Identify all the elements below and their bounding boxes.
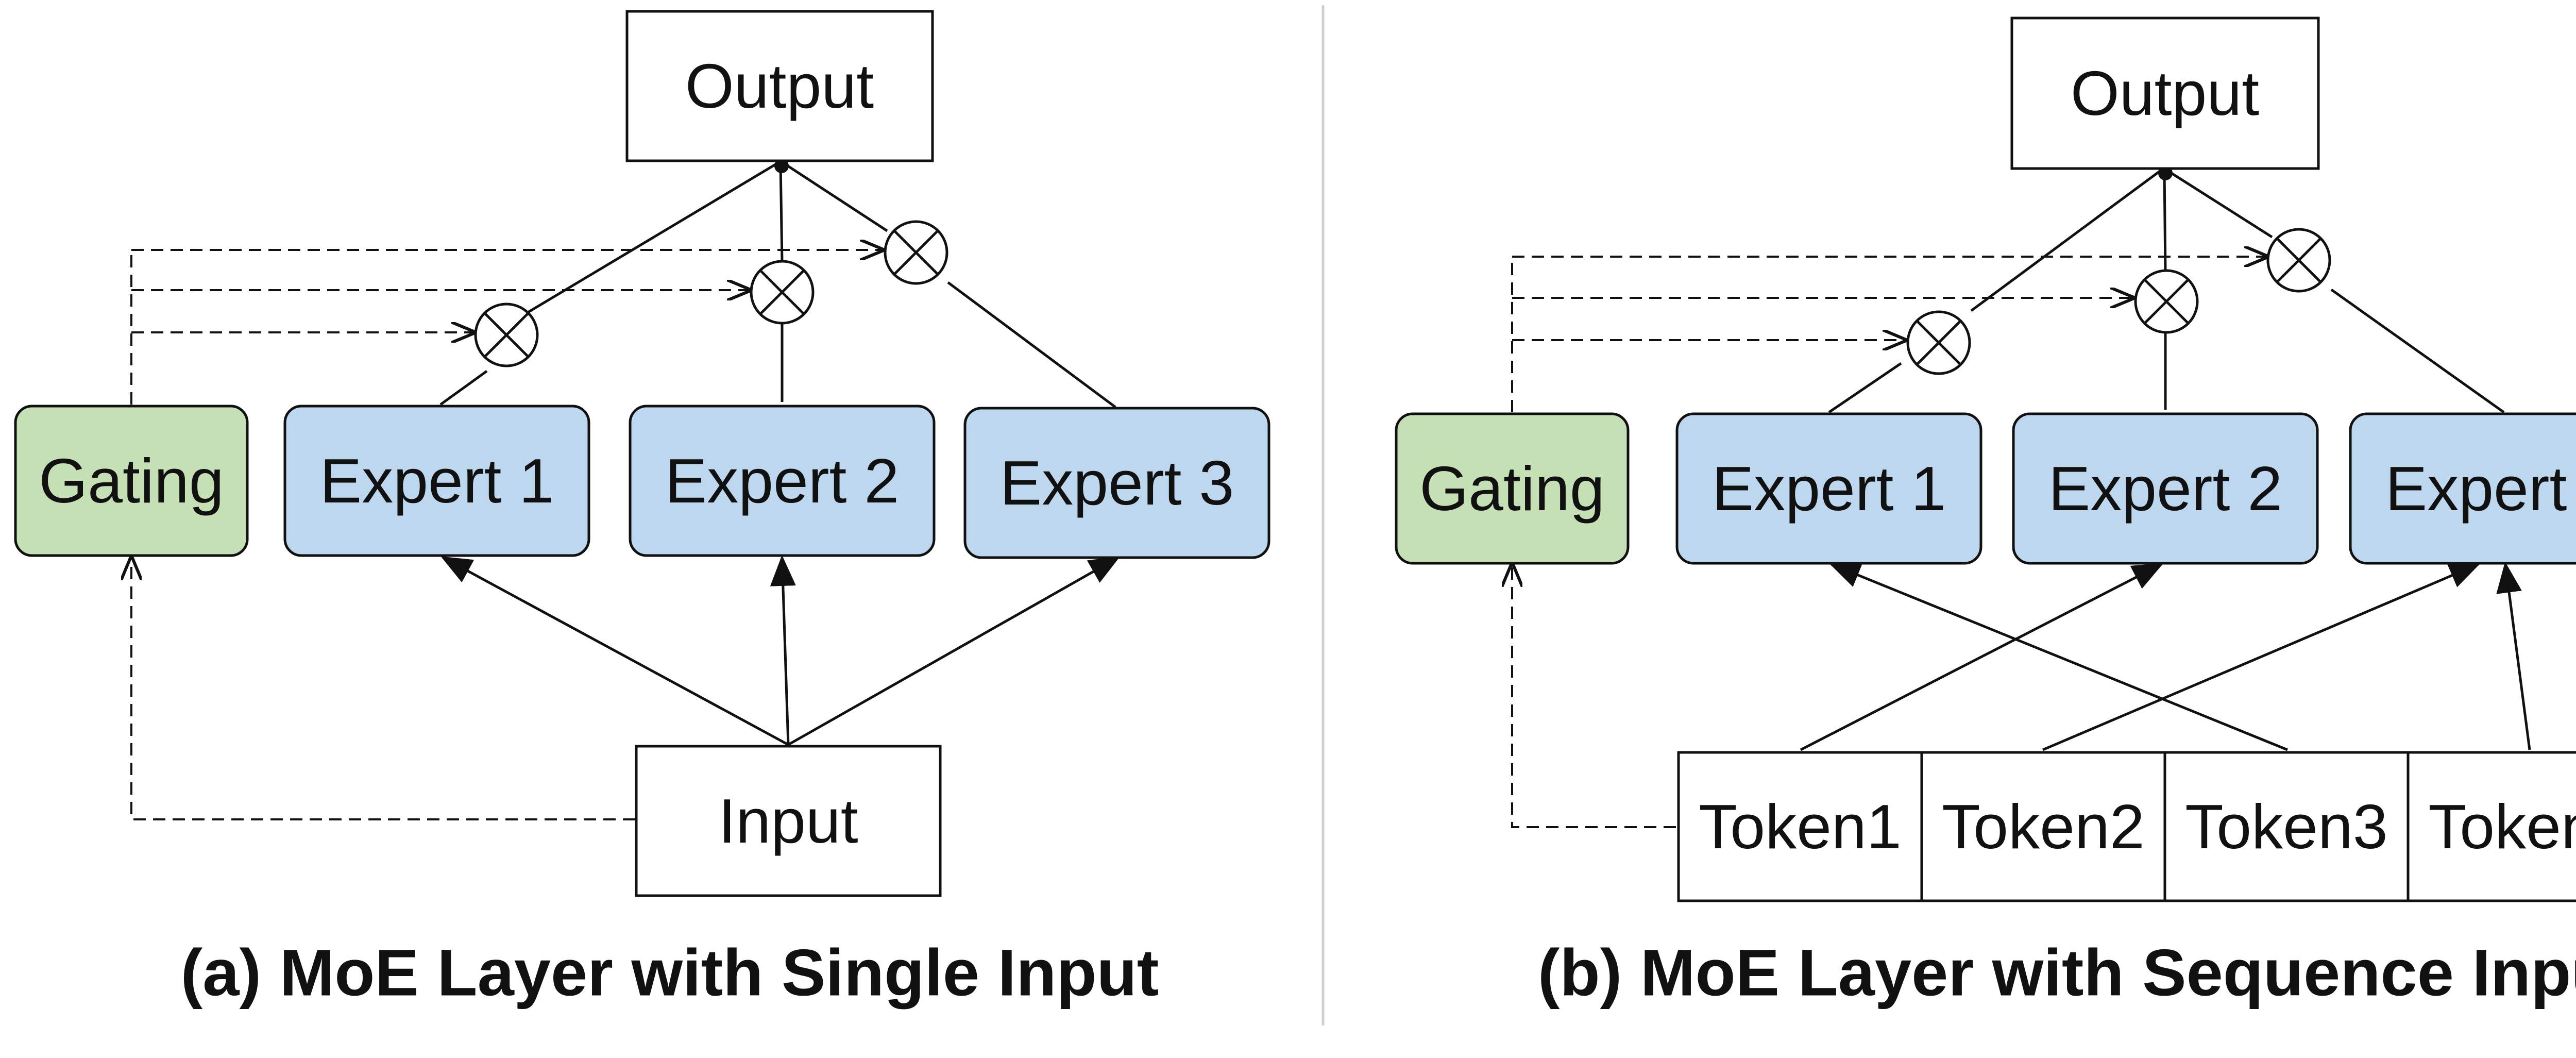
gating-label: Gating [39, 446, 224, 516]
gating-box: Gating [14, 405, 249, 557]
gating-box: Gating [1395, 412, 1630, 565]
output-label: Output [2071, 58, 2259, 128]
multiplier-icon [1906, 310, 1971, 375]
expert-2-label: Expert 2 [2048, 454, 2282, 524]
multiplier-icon [750, 260, 815, 325]
gating-label: Gating [1419, 454, 1604, 524]
panel-a-connectors [131, 159, 1121, 820]
token1-to-expert-2-arrow [1800, 563, 2164, 751]
output-junction-dot [774, 159, 789, 173]
input-to-expert-2-arrow [770, 555, 796, 745]
input-box: Input [635, 745, 942, 897]
input-to-expert-3-arrow [787, 556, 1121, 746]
multiplier-icon [2266, 228, 2331, 293]
expert-1-box: Expert 1 [1675, 412, 1982, 565]
expert-1-label: Expert 1 [320, 446, 554, 516]
panel-b: Output Gating Expert 1 Expert 2 Expert 3… [1395, 16, 2576, 1010]
multiplier-icon [474, 303, 539, 367]
panel-a: Output Gating Expert 1 Expert 2 Expert 3… [14, 10, 1270, 1010]
token-1-cell: Token1 [1677, 751, 1923, 902]
multiplier-icon [2134, 269, 2199, 334]
multiplier-2-to-output-line [779, 163, 784, 262]
output-label: Output [685, 51, 874, 121]
token-2-cell: Token2 [1920, 751, 2166, 902]
token2-to-expert-3-arrow [2042, 563, 2481, 751]
multiplier-1-to-output-line [1970, 169, 2162, 312]
token-2-label: Token2 [1942, 792, 2144, 862]
multiplier-3-to-output-line [2168, 170, 2273, 239]
expert-1-to-multiplier-line [1828, 362, 1902, 414]
panel-b-connectors [1512, 166, 2531, 828]
token-4-label: Token4 [2428, 792, 2576, 862]
expert-1-label: Expert 1 [1712, 454, 1946, 524]
expert-1-box: Expert 1 [283, 405, 590, 557]
panel-a-caption: (a) MoE Layer with Single Input [181, 936, 1159, 1010]
output-box: Output [625, 10, 934, 162]
multiplier-1-to-output-line [523, 161, 780, 316]
multiplier-icon [884, 220, 948, 285]
tokens-to-gating-dashed-arrow [1512, 564, 1676, 828]
expert-3-box: Expert 3 [2349, 412, 2576, 565]
multiplier-3-to-output-line [784, 162, 888, 232]
panel-b-caption: (b) MoE Layer with Sequence Input [1538, 936, 2576, 1010]
output-box: Output [2010, 16, 2320, 170]
expert-2-label: Expert 2 [665, 446, 899, 516]
input-to-expert-1-arrow [440, 556, 789, 746]
token-3-label: Token3 [2185, 792, 2387, 862]
expert-3-to-multiplier-line [947, 281, 1116, 409]
expert-3-label: Expert 3 [2385, 454, 2576, 524]
input-to-gating-dashed-arrow [131, 558, 635, 820]
input-label: Input [718, 786, 858, 856]
expert-1-to-multiplier-line [439, 370, 488, 406]
token3-to-expert-1-arrow [1829, 563, 2288, 751]
expert-2-box: Expert 2 [629, 405, 936, 557]
multiplier-2-to-output-line [2163, 171, 2167, 271]
token-4-cell: Token4 [2406, 751, 2576, 902]
token-1-label: Token1 [1699, 792, 1901, 862]
token-3-cell: Token3 [2163, 751, 2410, 902]
expert-3-to-multiplier-line [2330, 288, 2505, 414]
expert-3-label: Expert 3 [1000, 448, 1234, 518]
token4-to-expert-3-arrow [2496, 562, 2531, 750]
expert-2-box: Expert 2 [2012, 412, 2319, 565]
expert-3-box: Expert 3 [963, 407, 1270, 559]
token-sequence: Token1 Token2 Token3 Token4 [1677, 751, 2576, 902]
